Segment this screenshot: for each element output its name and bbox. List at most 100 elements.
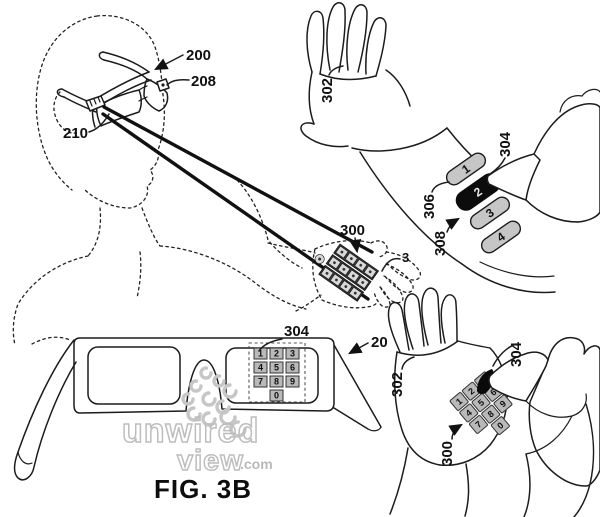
ref-210-leader — [88, 113, 110, 133]
lower-hand-left-edge — [393, 351, 441, 466]
arm-left-edge — [359, 151, 463, 265]
hand-key-8: 8 — [481, 404, 501, 424]
cuff-bottom — [461, 263, 556, 294]
svg-text:5: 5 — [476, 397, 486, 408]
head-outline — [35, 15, 98, 191]
watermark: unwired view .com — [121, 366, 273, 478]
ref-3-leader — [381, 257, 401, 272]
lens-key-3: 3 — [285, 347, 300, 360]
svg-text:6: 6 — [488, 387, 498, 398]
hand-bottom-edge — [321, 299, 379, 309]
hand-key-2: 2 — [461, 381, 481, 401]
watermark-word: unwired — [122, 412, 259, 450]
lens-key-8: 8 — [269, 375, 284, 388]
pressing-palm-bottom — [525, 415, 573, 455]
palm-left-edge — [308, 71, 315, 125]
thumb-loop — [370, 240, 388, 258]
svg-text:9: 9 — [290, 377, 295, 387]
lower-knuckle-line — [396, 340, 459, 356]
svg-text:1: 1 — [258, 349, 263, 359]
figure-caption: FIG. 3B — [154, 474, 252, 504]
ref-304-lens-leader — [258, 338, 283, 352]
keypad-mini-keys — [320, 245, 377, 300]
finger-3 — [379, 275, 404, 304]
svg-text:8: 8 — [274, 377, 279, 387]
pressing-hand — [488, 336, 600, 517]
ref-200-arrow — [154, 54, 184, 71]
knuckle-curl-1 — [559, 95, 583, 113]
near-temple-bottom — [63, 96, 97, 113]
left-temple — [13, 339, 77, 481]
svg-text:7: 7 — [473, 419, 483, 430]
svg-text:7: 7 — [258, 377, 263, 387]
projector-grille — [89, 96, 101, 107]
lens-key-4: 4 — [253, 361, 268, 374]
svg-text:2: 2 — [274, 349, 279, 359]
far-earpiece — [98, 51, 105, 61]
ref-308: 308 — [432, 231, 449, 256]
lens-keypad: 1 2 3 4 5 6 7 8 9 0 — [248, 342, 306, 403]
worn-glasses — [56, 51, 170, 128]
lower-wrist-right — [464, 463, 470, 517]
thumb — [300, 122, 349, 148]
watermark-word2: view — [177, 445, 244, 477]
chest-line — [136, 251, 142, 299]
left-temple-curl — [17, 451, 33, 465]
glasses-front-view: 1 2 3 4 5 6 7 8 9 0 — [13, 337, 382, 481]
ref-304-lens: 304 — [284, 323, 310, 340]
arm-lower-line — [295, 294, 322, 312]
lower-hand-figure: 1 2 3 4 5 6 7 8 9 0 — [387, 287, 600, 517]
ref-302-lower: 302 — [389, 372, 406, 397]
reference-labels: 200 208 210 300 3 302 304 306 308 304 20… — [63, 47, 525, 466]
svg-text:9: 9 — [498, 398, 508, 409]
shoulder-right — [159, 245, 307, 310]
thumb-fold — [525, 199, 600, 223]
projected-keypad — [314, 243, 380, 302]
ref-302-lower-leader — [401, 356, 415, 370]
svg-text:8: 8 — [486, 409, 496, 420]
lens-key-2: 2 — [269, 347, 284, 360]
ref-308-arrow — [445, 217, 460, 233]
ref-300-projected-arrow — [349, 237, 362, 254]
ref-304-lower: 304 — [508, 341, 525, 367]
svg-text:5: 5 — [274, 363, 279, 373]
ref-304-upper: 304 — [497, 131, 514, 157]
ref-306-leader — [431, 181, 450, 193]
ref-304-upper-leader — [489, 157, 506, 175]
neck-right — [141, 207, 161, 247]
palm-right-edge — [385, 69, 411, 107]
lower-finger-ring — [403, 293, 425, 350]
finger-1 — [385, 251, 422, 281]
svg-text:0: 0 — [495, 420, 505, 431]
far-temple-bottom — [103, 59, 148, 80]
hand-key-4: 4 — [459, 403, 479, 423]
left-lens — [87, 346, 181, 405]
hand-key-0: 0 — [490, 416, 510, 436]
patch-4: 4 — [480, 220, 522, 254]
svg-text:6: 6 — [290, 363, 295, 373]
sleeve-fold — [31, 336, 71, 345]
ref-304-lower-leader — [492, 343, 517, 367]
patch-3: 3 — [469, 196, 511, 230]
right-temple-inner — [333, 407, 369, 430]
finger-pinky — [306, 10, 325, 75]
ref-302-upper-leader — [328, 65, 344, 76]
pressing-index-finger — [488, 351, 549, 402]
svg-text:2: 2 — [466, 386, 476, 397]
ref-302-upper: 302 — [319, 78, 336, 103]
pressing-wrist-right — [573, 403, 595, 517]
wrist-edge — [312, 248, 323, 301]
ref-300-lower-arrow — [448, 423, 463, 440]
finger-2 — [383, 263, 414, 293]
lens-keypad-border — [248, 342, 306, 403]
wrist-top — [351, 127, 448, 152]
lower-finger-pinky — [387, 301, 410, 353]
right-temple-tip — [367, 426, 382, 432]
svg-text:3: 3 — [290, 349, 295, 359]
svg-text:4: 4 — [258, 363, 263, 373]
lower-knuckle-right — [457, 340, 491, 349]
camera-lens-dot — [161, 83, 165, 87]
bridge-bottom — [138, 96, 148, 102]
